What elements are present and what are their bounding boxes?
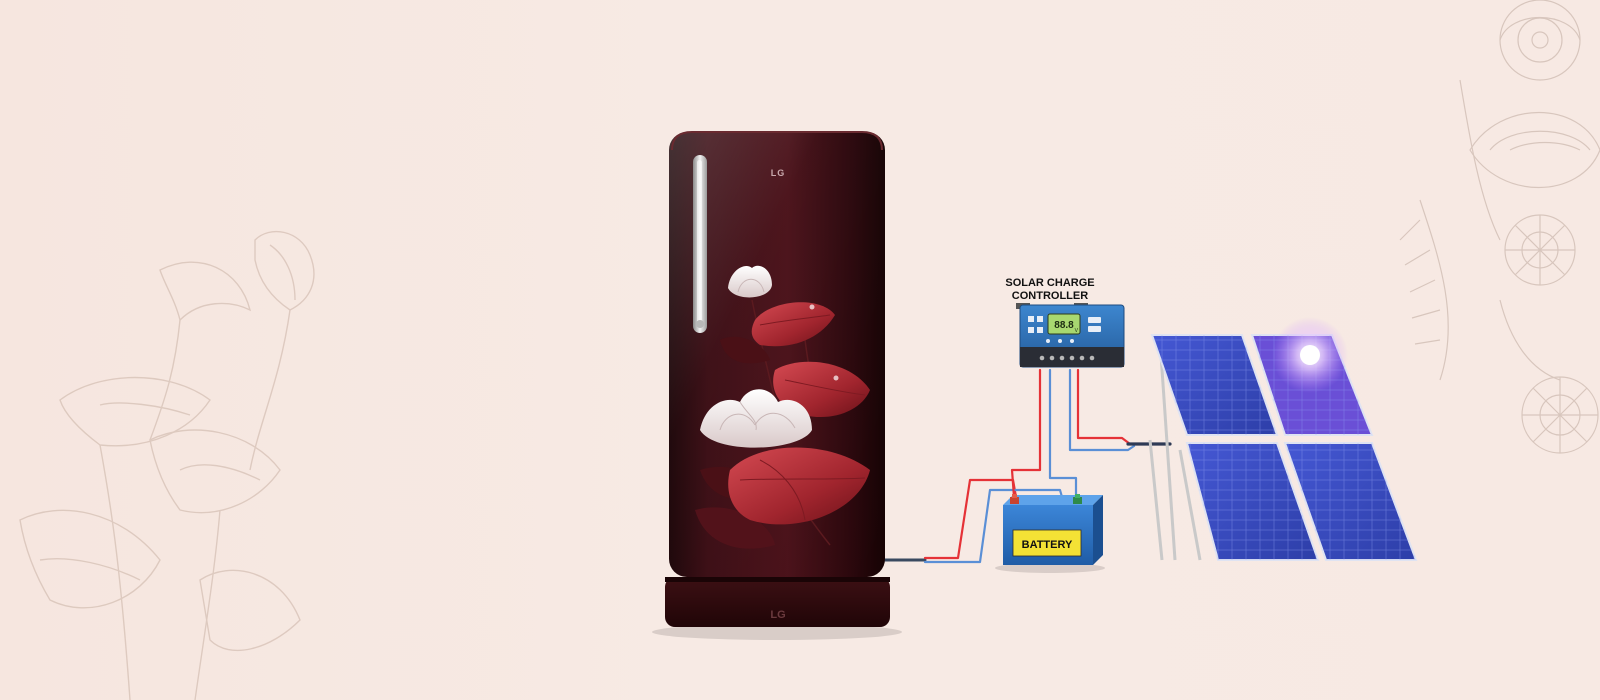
floral-line-art-icon [1399,0,1600,454]
wire-controller-battery-blue [1048,368,1078,499]
usb-port-icon [1088,317,1101,323]
battery-label [1012,529,1082,557]
usb-port-icon [1088,326,1101,332]
fridge-base [665,577,890,627]
wire-controller-battery-red [1010,368,1042,499]
controller-display [1047,313,1081,335]
solar-panel-array [1148,317,1418,561]
controller-label-line1: SOLAR CHARGE [1005,277,1094,289]
lotus-print-icon [695,265,870,549]
fridge-door-logo: LG [771,168,786,178]
wire-controller-panel-blue [1068,368,1136,452]
wire-controller-panel-red [1076,368,1132,446]
controller-display-unit: V [1075,328,1079,334]
refrigerator: LG [652,131,902,640]
fridge-base-logo: LG [770,609,785,621]
solar-charge-controller: SOLAR CHARGE CONTROLLER 88.8 V [1005,277,1125,368]
controller-label-line2: CONTROLLER [1012,290,1088,302]
battery: BATTERY [995,494,1105,573]
lotus-line-art-icon [19,230,315,700]
controller-display-value: 88.8 [1054,320,1074,331]
wire-fridge-battery-blue [923,488,1064,564]
wire-fridge-battery-red [923,478,1018,560]
battery-label-text: BATTERY [1022,539,1073,551]
